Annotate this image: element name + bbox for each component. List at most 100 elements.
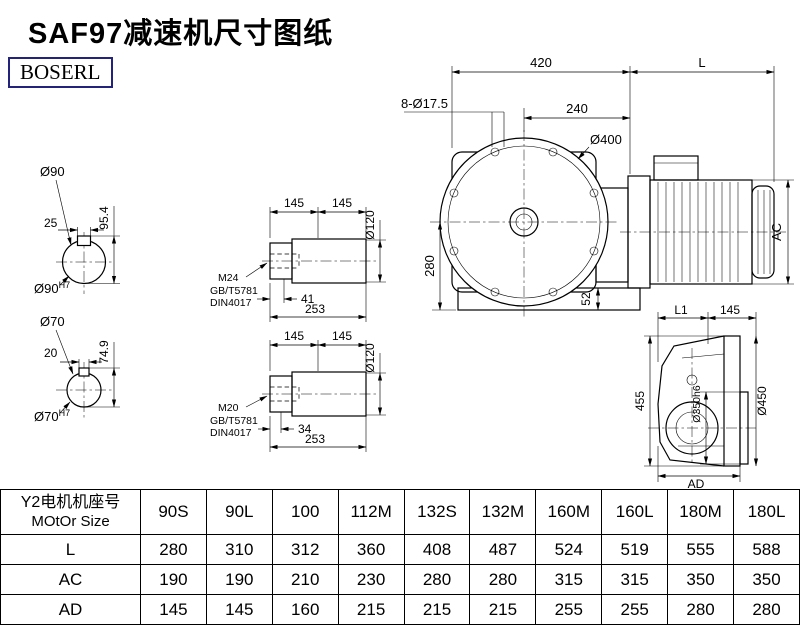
cell: 487 [469, 534, 537, 565]
col-header: 160L [601, 489, 669, 535]
terminal-box [653, 155, 699, 181]
keyway-70 [78, 367, 90, 377]
size-label-cell: Y2电机机座号 MOtOr Size [0, 489, 141, 535]
m24-thread: M24 [218, 272, 239, 284]
m20-std-din: DIN4017 [210, 427, 252, 439]
cell: 280 [667, 594, 735, 625]
technical-drawing: 420 L 240 8-Ø17.5 Ø400 280 52 AC [34, 55, 794, 491]
side-housing [657, 335, 725, 467]
dim-flange-od: Ø450 [755, 386, 769, 416]
m20-dim-145b: 145 [332, 329, 352, 343]
cell: 190 [140, 564, 207, 595]
cell: 588 [733, 534, 800, 565]
cell: 408 [403, 534, 471, 565]
side-flange [723, 335, 741, 467]
cell: 215 [403, 594, 471, 625]
col-header: 90L [205, 489, 273, 535]
page-title: SAF97减速机尺寸图纸 [28, 18, 334, 50]
cell: 519 [601, 534, 669, 565]
cell: 255 [535, 594, 603, 625]
m24-thread-len: 41 [301, 292, 315, 306]
cell: 160 [271, 594, 339, 625]
m24-std-gb: GB/T5781 [210, 285, 258, 297]
m24-total-len: 253 [305, 302, 325, 316]
cell: 555 [667, 534, 735, 565]
dim-145: 145 [720, 303, 740, 317]
col-header: 112M [337, 489, 405, 535]
cell: 255 [601, 594, 669, 625]
col-header: 160M [535, 489, 603, 535]
shaft-view-m24: 145 145 Ø120 M24 GB/T5781 DIN4017 41 253 [210, 196, 386, 322]
brand-logo: BOSERL [8, 57, 113, 88]
m20-total-len: 253 [305, 432, 325, 446]
front-view: 420 L 240 8-Ø17.5 Ø400 280 52 AC [401, 55, 794, 318]
shaft-view-m20: 145 145 Ø120 M20 GB/T5781 DIN4017 34 253 [210, 329, 386, 452]
m24-dim-145b: 145 [332, 196, 352, 210]
cell: 315 [535, 564, 603, 595]
bore70-key-height: 74.9 [97, 340, 111, 364]
cell: 280 [403, 564, 471, 595]
cell: 215 [337, 594, 405, 625]
m24-dim-145a: 145 [284, 196, 304, 210]
table-header-row: Y2电机机座号 MOtOr Size 90S 90L 100 112M 132S… [0, 489, 800, 535]
size-label-en: MOtOr Size [31, 513, 110, 530]
m20-thread-len: 34 [298, 422, 312, 436]
cell: 280 [469, 564, 537, 595]
cell: 350 [667, 564, 735, 595]
bolt-holes [449, 147, 599, 297]
cell: 230 [337, 564, 405, 595]
dim-280: 280 [422, 255, 437, 277]
col-header: 90S [140, 489, 207, 535]
col-header: 100 [271, 489, 339, 535]
col-header: 180M [667, 489, 735, 535]
m20-std-gb: GB/T5781 [210, 415, 258, 427]
bore-section-90: Ø90 25 95.4 Ø90H7 [34, 164, 120, 296]
motor [620, 155, 786, 289]
dim-bolt-holes: 8-Ø17.5 [401, 96, 448, 111]
dim-240: 240 [566, 101, 588, 116]
cell: 360 [337, 534, 405, 565]
cell: 145 [140, 594, 207, 625]
cell: 280 [733, 594, 800, 625]
bore90-fit: Ø90H7 [34, 280, 70, 296]
dim-L1: L1 [674, 303, 688, 317]
bore90-key-width: 25 [44, 216, 58, 230]
m24-std-din: DIN4017 [210, 297, 252, 309]
col-header: 132S [403, 489, 471, 535]
motor-size-table: Y2电机机座号 MOtOr Size 90S 90L 100 112M 132S… [0, 489, 800, 625]
size-label-cn: Y2电机机座号 [20, 494, 121, 511]
m20-thread: M20 [218, 402, 239, 414]
cell: 190 [205, 564, 273, 595]
col-header: 180L [733, 489, 800, 535]
side-view: L1 145 455 Ø350h6 Ø450 AD [633, 303, 769, 491]
cell: 310 [205, 534, 273, 565]
row-label: AD [0, 594, 141, 625]
cell: 524 [535, 534, 603, 565]
bore70-dia: Ø70 [40, 314, 65, 329]
dim-455: 455 [633, 391, 647, 411]
m20-dim-145a: 145 [284, 329, 304, 343]
bore90-key-height: 95.4 [97, 206, 111, 230]
cell: 312 [271, 534, 339, 565]
cell: 350 [733, 564, 800, 595]
table-row-AD: AD 145 145 160 215 215 215 255 255 280 2… [0, 594, 800, 625]
bore70-fit: Ø70H7 [34, 408, 70, 424]
table-row-L: L 280 310 312 360 408 487 524 519 555 58… [0, 534, 800, 565]
cell: 210 [271, 564, 339, 595]
cell: 315 [601, 564, 669, 595]
cell: 215 [469, 594, 537, 625]
dim-flange-dia: Ø400 [590, 132, 622, 147]
m20-dia: Ø120 [363, 343, 377, 373]
dim-420: 420 [530, 55, 552, 70]
dim-AD: AD [688, 477, 705, 491]
bore90-dia: Ø90 [40, 164, 65, 179]
front-view-dimensions: 420 L 240 8-Ø17.5 Ø400 280 52 AC [401, 55, 794, 311]
dim-AC: AC [769, 223, 784, 241]
dim-L: L [698, 55, 705, 70]
cell: 145 [205, 594, 273, 625]
keyway-90 [76, 235, 92, 247]
motor-fins [657, 182, 739, 282]
col-header: 132M [469, 489, 537, 535]
dim-spigot-dia: Ø350h6 [691, 385, 703, 423]
